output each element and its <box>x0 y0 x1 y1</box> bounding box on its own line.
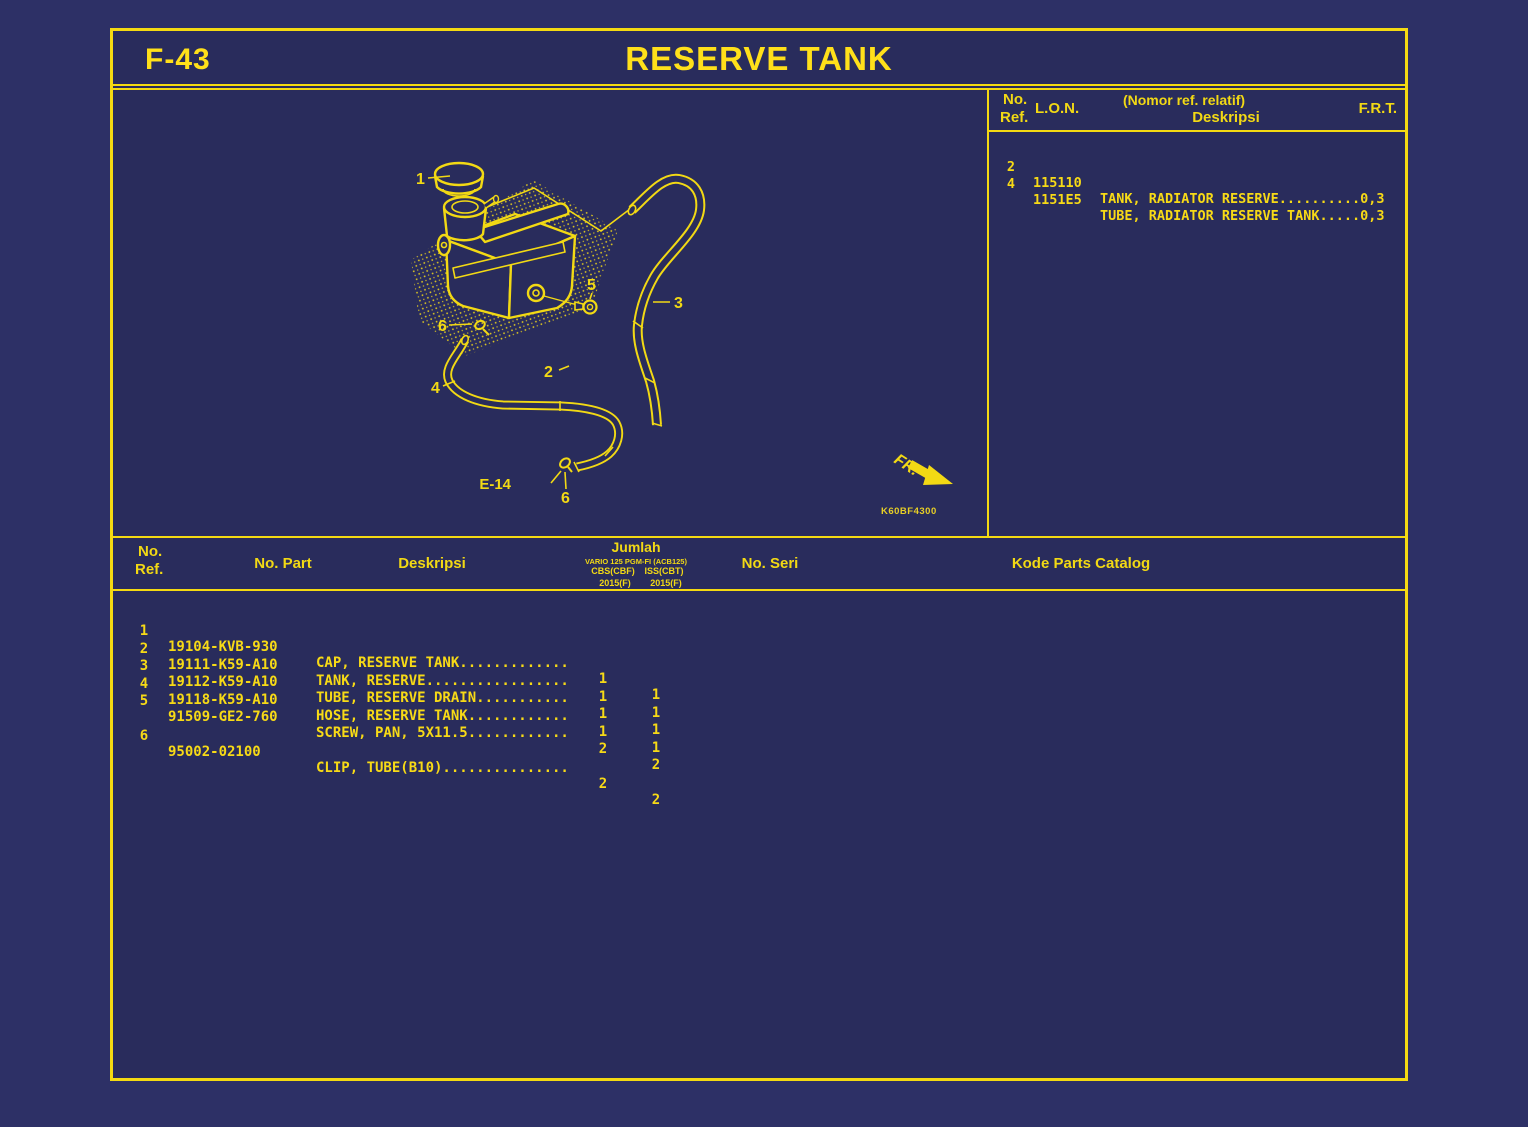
tube-part <box>627 173 706 427</box>
table-row: 2 19111-K59-A10 TANK, RESERVE...........… <box>113 625 1405 721</box>
part-ref: 5 <box>139 693 149 709</box>
ref-desc: TANK, RADIATOR RESERVE..........0,3 <box>1100 191 1385 207</box>
col-cbs: CBS(CBF) <box>591 566 635 576</box>
part-qty-iss: 1 <box>651 739 661 756</box>
ref-col-nomor: (Nomor ref. relatif) <box>1122 92 1246 108</box>
fr-direction-arrow: FR. <box>891 451 953 485</box>
part-number: 19118-K59-A10 <box>168 691 278 708</box>
part-qty-cbs: 2 <box>598 775 608 792</box>
part-qty-cbs: 1 <box>598 671 608 687</box>
callout-4: 4 <box>431 380 440 397</box>
title-separator-line-2 <box>113 88 1405 90</box>
col-year-1: 2015(F) <box>599 578 631 588</box>
callout-1: 1 <box>416 171 425 188</box>
part-qty-cbs: 1 <box>598 723 608 740</box>
col-iss: ISS(CBT) <box>644 566 684 576</box>
col-year-2: 2015(F) <box>650 578 682 588</box>
part-ref: 1 <box>139 623 149 639</box>
col-ref: Ref. <box>135 561 164 578</box>
part-description: TANK, RESERVE................. <box>316 672 569 689</box>
part-qty-iss: 1 <box>651 722 661 738</box>
table-row: 3 19112-K59-A10 TUBE, RESERVE DRAIN.....… <box>113 642 1405 738</box>
ref-table-row: 2 115110 TANK, RADIATOR RESERVE.........… <box>989 143 1405 207</box>
arrowhead-icon <box>923 465 953 485</box>
ref-col-deskripsi: Deskripsi <box>1192 109 1260 126</box>
part-description: CLIP, TUBE(B10)............... <box>316 759 569 776</box>
ref-no: 4 <box>1006 176 1016 192</box>
catalog-page: F-43 RESERVE TANK <box>110 28 1408 1081</box>
header-bottom-line <box>113 589 1405 591</box>
page-code: F-43 <box>145 43 211 76</box>
drawing-code: K60BF4300 <box>881 506 937 517</box>
clip-lower <box>559 457 573 473</box>
col-deskripsi: Deskripsi <box>398 555 466 572</box>
part-qty-iss: 1 <box>651 687 661 703</box>
header-top-line <box>113 536 1405 538</box>
parts-table-body: 1 19104-KVB-930 CAP, RESERVE TANK.......… <box>113 607 1405 808</box>
col-jumlah: Jumlah <box>611 539 661 555</box>
part-qty-iss: 1 <box>651 704 661 721</box>
tank-body <box>436 194 577 320</box>
col-no: No. <box>138 543 163 560</box>
screw-part <box>543 295 598 315</box>
part-description: CAP, RESERVE TANK............. <box>316 655 569 671</box>
col-no-seri: No. Seri <box>741 555 799 572</box>
ref-col-frt: F.R.T. <box>1358 100 1397 117</box>
table-row: 5 91509-GE2-760 SCREW, PAN, 5X11.5......… <box>113 677 1405 773</box>
part-qty-iss: 2 <box>651 791 661 808</box>
part-qty-iss: 2 <box>651 757 661 773</box>
e14-reference-label: E-14 <box>479 476 511 493</box>
ref-col-lon: L.O.N. <box>1035 100 1080 117</box>
hose-part <box>443 334 624 473</box>
reserve-tank-diagram: 1 2 3 4 5 6 6 E-14 FR. K60BF4300 <box>411 161 953 517</box>
ref-desc: TUBE, RADIATOR RESERVE TANK.....0,3 <box>1100 208 1385 224</box>
part-ref: 3 <box>139 658 149 674</box>
part-number: 19112-K59-A10 <box>168 674 278 690</box>
part-ref: 2 <box>139 640 149 657</box>
part-ref: 4 <box>139 675 149 692</box>
ref-lon: 1151E5 <box>1033 192 1082 208</box>
callout-6-upper: 6 <box>438 318 447 335</box>
col-no-part: No. Part <box>254 555 312 572</box>
leader-lines <box>427 175 670 490</box>
part-qty-cbs: 2 <box>598 741 608 757</box>
table-row: 6 95002-02100 CLIP, TUBE(B10)...........… <box>113 712 1405 808</box>
part-number: 19104-KVB-930 <box>168 639 278 655</box>
callout-3: 3 <box>674 295 683 312</box>
callout-5: 5 <box>587 277 596 294</box>
ref-table-row: 4 1151E5 TUBE, RADIATOR RESERVE TANK....… <box>989 160 1405 224</box>
ref-col-ref: Ref. <box>1000 109 1029 126</box>
part-ref: 6 <box>139 727 149 744</box>
part-description: SCREW, PAN, 5X11.5............ <box>316 725 569 741</box>
table-row: 1 19104-KVB-930 CAP, RESERVE TANK.......… <box>113 607 1405 703</box>
ref-col-no: No. <box>1003 91 1028 108</box>
part-qty-cbs: 1 <box>598 706 608 722</box>
part-description: TUBE, RESERVE DRAIN........... <box>316 690 569 706</box>
part-number: 91509-GE2-760 <box>168 709 278 725</box>
reference-table: No. Ref. L.O.N. (Nomor ref. relatif) Des… <box>989 90 1405 536</box>
cap-part <box>433 161 485 197</box>
title-separator-line <box>113 84 1405 86</box>
clip-upper <box>474 319 490 336</box>
callout-6-lower: 6 <box>561 490 570 507</box>
parts-table-header: No. Ref. No. Part Deskripsi Jumlah VARIO… <box>113 536 1405 591</box>
part-number: 95002-02100 <box>168 743 261 760</box>
part-description: HOSE, RESERVE TANK............ <box>316 707 569 724</box>
page-title: RESERVE TANK <box>625 40 893 77</box>
ref-header-separator <box>989 130 1405 132</box>
vertical-divider <box>987 90 989 536</box>
part-qty-cbs: 1 <box>598 688 608 705</box>
ref-frt-value: 0,3 <box>1360 208 1385 224</box>
ref-no: 2 <box>1006 159 1016 175</box>
ref-lon: 115110 <box>1033 175 1082 191</box>
callout-2: 2 <box>544 364 553 381</box>
part-number: 19111-K59-A10 <box>168 656 278 673</box>
table-row: 4 19118-K59-A10 HOSE, RESERVE TANK......… <box>113 660 1405 756</box>
col-kode-parts-catalog: Kode Parts Catalog <box>1011 555 1151 572</box>
col-jumlah-model: VARIO 125 PGM-FI (ACB125) <box>585 557 687 566</box>
ref-frt-value: 0,3 <box>1360 191 1385 207</box>
